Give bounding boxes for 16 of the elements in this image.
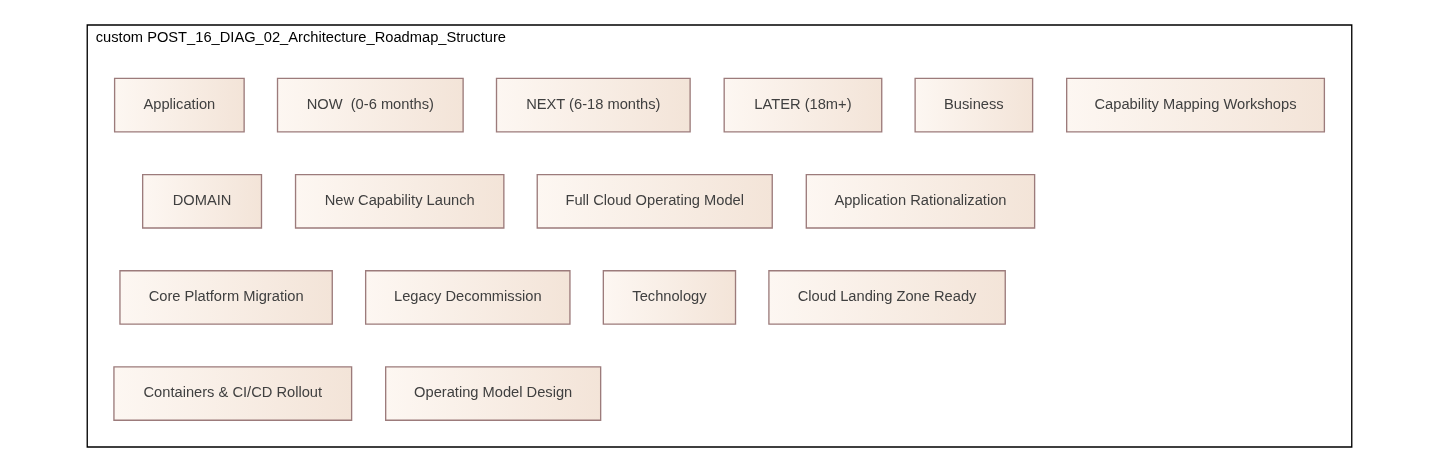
node-box: Technology — [602, 269, 737, 325]
node-box: New Capability Launch — [294, 173, 505, 229]
node-box: Core Platform Migration — [119, 269, 333, 325]
node-box: Full Cloud Operating Model — [536, 173, 773, 229]
node-box: Operating Model Design — [385, 365, 602, 421]
node-box: Application — [113, 77, 245, 132]
node-box: NEXT (6-18 months) — [495, 77, 691, 132]
node-box: Capability Mapping Workshops — [1066, 77, 1326, 132]
node-box: NOW (0-6 months) — [276, 77, 464, 132]
node-box: Cloud Landing Zone Ready — [768, 269, 1006, 325]
node-box: Containers & CI/CD Rollout — [113, 365, 353, 421]
node-box: DOMAIN — [142, 173, 263, 229]
node-box: Business — [914, 77, 1034, 132]
node-box: Application Rationalization — [805, 173, 1036, 229]
node-box: Legacy Decommission — [364, 269, 571, 325]
node-box: LATER (18m+) — [723, 77, 883, 132]
